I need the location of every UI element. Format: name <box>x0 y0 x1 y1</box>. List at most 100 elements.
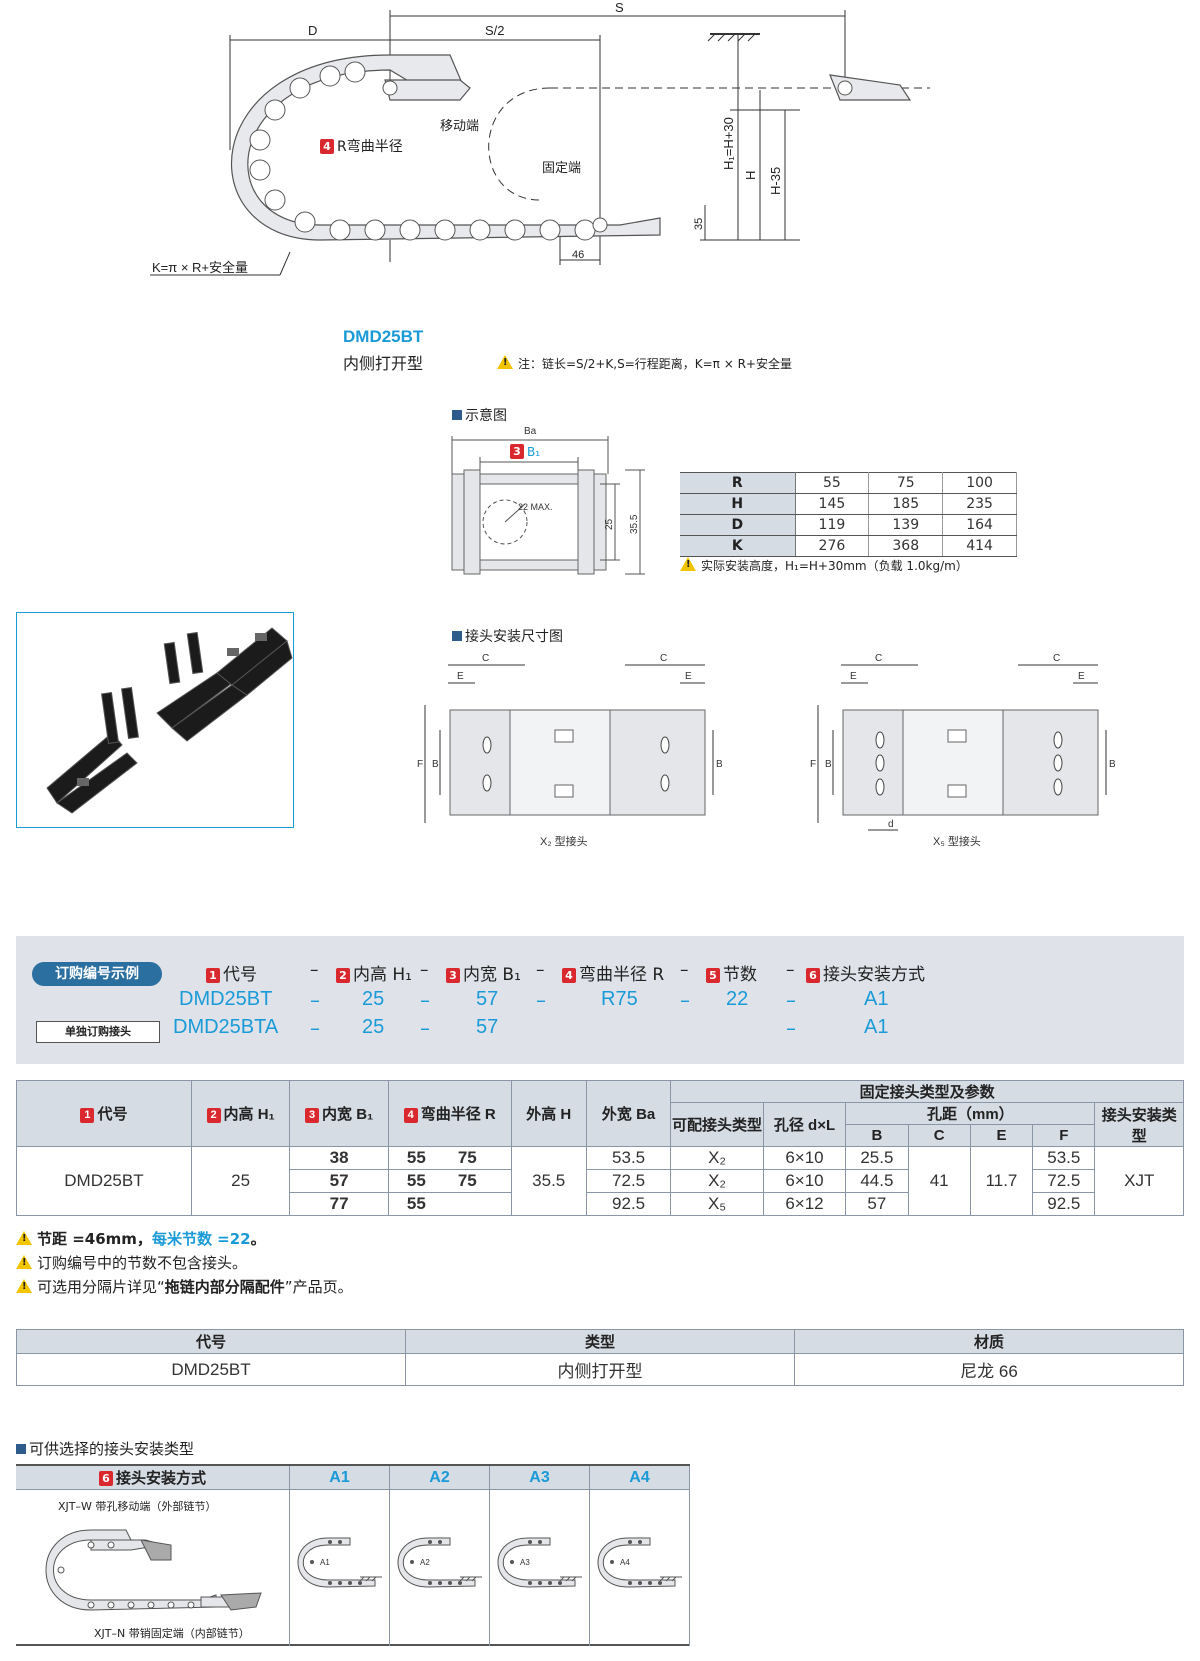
note-separator: 可选用分隔片详见“拖链内部分隔配件”产品页。 <box>16 1276 353 1297</box>
order-dash: – <box>310 988 320 1012</box>
badge-6: 6 <box>806 968 820 983</box>
spec-bend-radius: 55 <box>387 1192 512 1216</box>
note-links-text: 订购编号中的节数不包含接头。 <box>37 1254 248 1272</box>
top-drawing: D S/2 S 移动端 固定端 K=π × R+安全量 46 35 H₁=H+3… <box>140 0 980 290</box>
bend-radius-text: R弯曲半径 <box>337 139 403 155</box>
k-formula-label: K=π × R+安全量 <box>152 260 248 275</box>
install-type-cell-a4: A4 <box>590 1490 690 1646</box>
th-outer-width: 外宽 Ba <box>585 1080 672 1147</box>
badge-2: 2 <box>206 1108 221 1123</box>
order-value: 25 <box>362 1016 385 1038</box>
order-dash: – <box>420 988 430 1012</box>
note-pitch: 节距 =46mm，每米节数 =22。 <box>16 1228 266 1249</box>
spec-connector-type: X₂ <box>670 1169 764 1193</box>
spec-inner-width: 57 <box>289 1169 389 1193</box>
badge-5: 5 <box>706 968 720 983</box>
dim-d-label: D <box>308 23 317 38</box>
order-header-text: 代号 <box>223 965 257 985</box>
th-inner-width-text: 内宽 B₁ <box>322 1106 374 1123</box>
install-type-header-a3: A3 <box>490 1466 590 1490</box>
th-fixed-group: 固定接头类型及参数 <box>670 1080 1184 1103</box>
order-dash: – <box>420 960 429 980</box>
th-code-text: 代号 <box>97 1106 128 1123</box>
dim-row-label: R <box>680 472 796 494</box>
warning-icon <box>680 557 696 571</box>
note-links: 订购编号中的节数不包含接头。 <box>16 1252 247 1273</box>
th-bend-radius-text: 弯曲半径 R <box>420 1106 496 1123</box>
th-b: B <box>845 1124 909 1147</box>
badge-3: 3 <box>305 1108 320 1123</box>
dim-46-label: 46 <box>572 249 584 261</box>
spec-code: DMD25BT <box>16 1146 192 1216</box>
install-type-mini-label: A4 <box>620 1558 630 1567</box>
install-height-note: 实际安装高度，H₁=H+30mm（负载 1.0kg/m） <box>680 557 968 574</box>
order-header-text: 弯曲半径 R <box>579 965 665 985</box>
note-separator-link[interactable]: 拖链内部分隔配件 <box>164 1278 285 1296</box>
spec-outer-width: 92.5 <box>585 1192 672 1216</box>
dim-cell: 276 <box>795 535 870 557</box>
spec-r1: 55 <box>406 1148 426 1167</box>
order-dash: – <box>310 960 319 980</box>
install-type-mini-label: A1 <box>320 1558 330 1567</box>
material-cell: DMD25BT <box>16 1353 406 1386</box>
install-method-header-text: 接头安装方式 <box>115 1469 206 1487</box>
spec-hole-dia: 6×10 <box>762 1146 847 1170</box>
note-separator-c: ”产品页。 <box>284 1278 353 1296</box>
chain-length-note: 注：链长=S/2+K,S=行程距离，K=π × R+安全量 <box>497 355 792 372</box>
dim-row-label: D <box>680 514 796 536</box>
dim-e-label: E <box>1078 671 1085 682</box>
product-code: DMD25BT <box>343 327 423 347</box>
connector-drawing-title-text: 接头安装尺寸图 <box>465 629 563 645</box>
spec-bend-radius: 55 75 <box>387 1146 512 1170</box>
order-value: DMD25BTA <box>173 1016 279 1038</box>
dim-ba-label: Ba <box>524 426 537 437</box>
install-types-title: 可供选择的接头安装类型 <box>16 1438 194 1459</box>
xjt-w-label: XJT–W 带孔移动端（外部链节） <box>58 1500 217 1513</box>
x5-connector-drawing: C E C E F B B d X₅ 型接头 <box>808 645 1128 855</box>
connector-drawing-title: 接头安装尺寸图 <box>452 626 563 646</box>
install-height-note-text: 实际安装高度，H₁=H+30mm（负载 1.0kg/m） <box>701 559 968 573</box>
dim-22max-label: 22 MAX. <box>518 502 553 512</box>
spec-outer-width: 53.5 <box>585 1146 672 1170</box>
square-bullet-icon <box>452 631 462 641</box>
square-bullet-icon <box>16 1444 26 1454</box>
dim-355-label: 35.5 <box>629 514 640 534</box>
spec-r2: 75 <box>457 1148 477 1167</box>
x5-connector-label: X₅ 型接头 <box>933 834 981 848</box>
dim-h-label: H <box>743 171 758 180</box>
spec-b: 57 <box>845 1192 909 1216</box>
order-value: DMD25BT <box>179 988 273 1010</box>
dim-e-label: E <box>685 671 692 682</box>
warning-icon <box>497 355 513 369</box>
spec-b: 25.5 <box>845 1146 909 1170</box>
spec-b: 44.5 <box>845 1169 909 1193</box>
material-cell: 内侧打开型 <box>405 1353 795 1386</box>
dim-e-label: E <box>850 671 857 682</box>
order-value: 57 <box>476 988 499 1010</box>
spec-f: 92.5 <box>1032 1192 1096 1216</box>
product-type: 内侧打开型 <box>343 354 424 373</box>
spec-f: 72.5 <box>1032 1169 1096 1193</box>
spec-install: XJT <box>1094 1146 1184 1216</box>
dim-c-label: C <box>1053 653 1060 664</box>
separate-connector-badge: 单独订购接头 <box>36 1021 160 1043</box>
spec-connector-type: X₅ <box>670 1192 764 1216</box>
dim-35-label: 35 <box>693 218 705 230</box>
install-type-header-a4: A4 <box>590 1466 690 1490</box>
dim-25-label: 25 <box>604 518 615 530</box>
dim-b-label: B <box>825 759 832 770</box>
